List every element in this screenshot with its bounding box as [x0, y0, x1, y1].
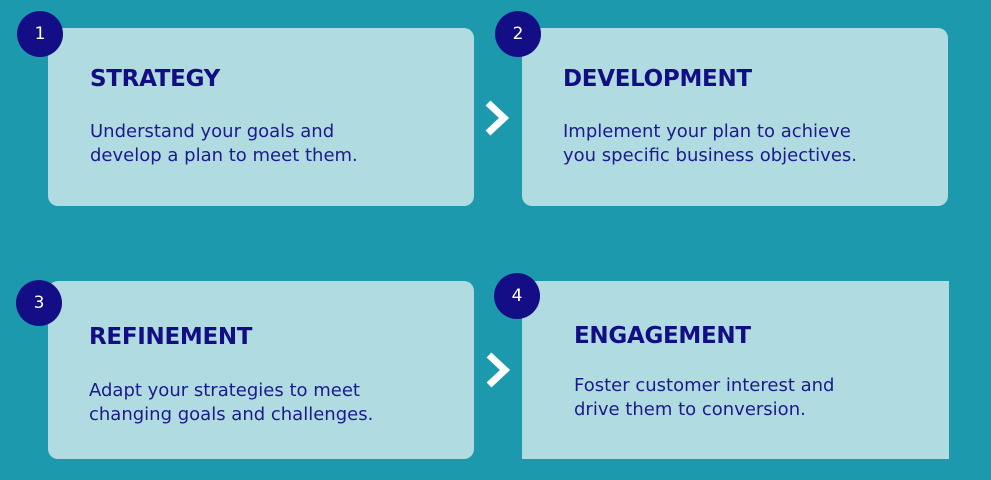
- step-title: ENGAGEMENT: [574, 323, 751, 349]
- step-card-refinement: REFINEMENT Adapt your strategies to meet…: [48, 281, 474, 459]
- step-title: STRATEGY: [90, 66, 221, 92]
- step-description: Understand your goals and develop a plan…: [90, 121, 358, 166]
- step-card-strategy: STRATEGY Understand your goals and devel…: [48, 28, 474, 206]
- step-title: DEVELOPMENT: [563, 66, 752, 92]
- step-title: REFINEMENT: [89, 324, 253, 350]
- chevron-right-icon: [486, 352, 511, 388]
- step-description: Foster customer interest and drive them …: [574, 375, 835, 420]
- step-number-badge: 1: [17, 11, 63, 57]
- step-number-badge: 2: [495, 11, 541, 57]
- step-card-engagement: ENGAGEMENT Foster customer interest and …: [522, 281, 949, 459]
- step-number-badge: 4: [494, 273, 540, 319]
- step-number-badge: 3: [16, 280, 62, 326]
- step-card-development: DEVELOPMENT Implement your plan to achie…: [522, 28, 948, 206]
- step-description: Adapt your strategies to meet changing g…: [89, 380, 374, 425]
- step-description: Implement your plan to achieve you speci…: [563, 121, 857, 166]
- chevron-right-icon: [485, 100, 510, 136]
